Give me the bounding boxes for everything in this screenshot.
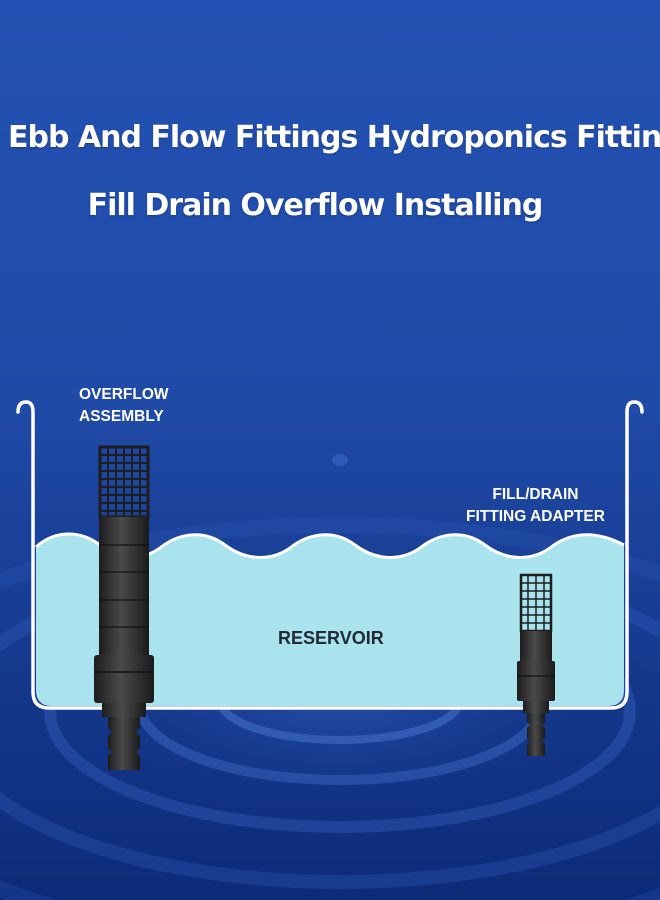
- fill-label-line-1: FILL/DRAIN: [492, 486, 579, 503]
- fill-label-line-2: FITTING ADAPTER: [466, 508, 605, 525]
- overflow-assembly-label: OVERFLOW ASSEMBLY: [79, 384, 169, 428]
- title-line-2: Fill Drain Overflow Installing: [87, 188, 544, 223]
- fill-drain-label: FILL/DRAIN FITTING ADAPTER: [466, 484, 605, 528]
- overflow-assembly-fitting: [94, 445, 154, 770]
- overflow-label-line-2: ASSEMBLY: [79, 408, 164, 425]
- reservoir-label: RESERVOIR: [278, 628, 384, 648]
- fill-drain-fitting: [517, 573, 555, 756]
- overflow-label-line-1: OVERFLOW: [79, 386, 169, 403]
- title-line-1: Ebb And Flow Fittings Hydroponics Fittin…: [8, 120, 660, 155]
- reservoir-water: [36, 533, 624, 706]
- tank-outline: [16, 400, 644, 710]
